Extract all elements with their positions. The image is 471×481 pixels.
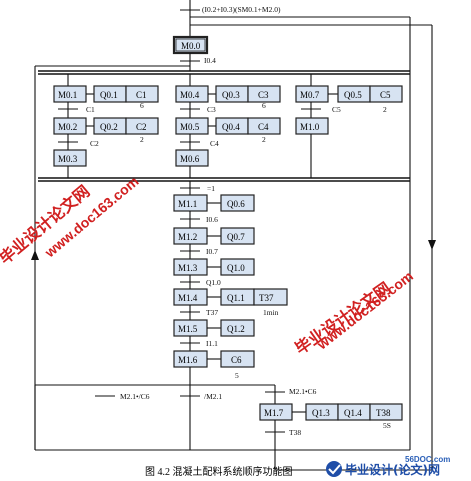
svg-text:M1.5: M1.5 [178,324,198,334]
svg-text:Q1.0: Q1.0 [227,263,245,273]
sequence-chain: =1 M1.1 Q0.6 I0.6 M1.2 Q0.7 I0.7 M1.3 Q1… [173,181,288,385]
svg-text:Q0.7: Q0.7 [227,232,245,242]
svg-text:Q1.1: Q1.1 [227,293,245,303]
svg-text:M0.4: M0.4 [180,90,200,100]
site-logo: 56DOC.com 毕业设计(论文)网 [326,455,450,477]
svg-text:C4: C4 [210,139,219,148]
svg-text:M1.0: M1.0 [300,122,320,132]
svg-text:56DOC.com: 56DOC.com [405,455,450,464]
svg-text:T38: T38 [376,408,391,418]
svg-text:C1: C1 [86,105,95,114]
svg-text:Q0.3: Q0.3 [222,90,240,100]
svg-text:C6: C6 [231,355,242,365]
svg-text:T37: T37 [206,308,218,317]
svg-text:M0.6: M0.6 [180,154,200,164]
svg-text:C3: C3 [258,90,269,100]
svg-text:C1: C1 [136,90,147,100]
svg-text:/M2.1: /M2.1 [204,392,222,401]
svg-text:Q0.1: Q0.1 [100,90,118,100]
svg-text:www.doc163.com: www.doc163.com [313,268,416,353]
svg-text:Q1.0: Q1.0 [206,278,221,287]
svg-text:M0.3: M0.3 [58,154,78,164]
svg-text:T38: T38 [289,428,301,437]
svg-text:6: 6 [262,101,266,110]
svg-text:Q1.2: Q1.2 [227,324,245,334]
svg-text:5S: 5S [383,421,391,430]
svg-text:C4: C4 [258,122,269,132]
branch-3: M0.7 Q0.5 C5 2 C5 M1.0 [295,74,403,178]
svg-text:Q0.6: Q0.6 [227,199,245,209]
svg-text:M0.2: M0.2 [58,122,77,132]
svg-text:C5: C5 [332,105,341,114]
svg-text:M0.1: M0.1 [58,90,77,100]
svg-text:T37: T37 [259,293,274,303]
svg-text:M1.2: M1.2 [178,232,197,242]
svg-text:M1.1: M1.1 [178,199,197,209]
svg-text:M1.6: M1.6 [178,355,198,365]
svg-text:Q0.5: Q0.5 [344,90,362,100]
svg-text:M1.7: M1.7 [264,408,284,418]
svg-text:1min: 1min [263,308,279,317]
svg-text:2: 2 [140,135,144,144]
svg-text:2: 2 [383,105,387,114]
svg-text:C2: C2 [136,122,147,132]
branch-2: M0.4 Q0.3 C3 6 C3 M0.5 Q0.4 C4 2 C4 M0.6 [175,74,281,178]
svg-text:M2.1•C6: M2.1•C6 [289,387,317,396]
svg-text:C5: C5 [380,90,391,100]
svg-text:=1: =1 [207,184,215,193]
svg-text:M1.3: M1.3 [178,263,198,273]
watermark-right: 毕业设计论文网 www.doc163.com www.doc163.com [291,268,416,359]
svg-text:M0.5: M0.5 [180,122,200,132]
svg-text:Q1.3: Q1.3 [312,408,330,418]
svg-text:M0.7: M0.7 [300,90,320,100]
svg-text:I0.7: I0.7 [206,247,218,256]
svg-text:5: 5 [235,371,239,380]
initial-step: M0.0 [172,35,209,55]
svg-text:Q0.2: Q0.2 [100,122,118,132]
figure-caption: 图 4.2 混凝土配料系统顺序功能图 [145,465,293,478]
watermark-left: 毕业设计论文网 www.doc163.com [0,173,142,268]
svg-text:I0.6: I0.6 [206,215,218,224]
svg-text:Q1.4: Q1.4 [344,408,362,418]
svg-text:C2: C2 [90,139,99,148]
svg-text:I0.4: I0.4 [204,56,216,65]
svg-text:M0.0: M0.0 [181,41,201,51]
svg-text:I1.1: I1.1 [206,339,218,348]
final-step: M1.7 Q1.3 Q1.4 T38 5S T38 [259,403,403,471]
top-condition: (I0.2+I0.3)(SM0.1+M2.0) [202,5,281,14]
svg-text:2: 2 [262,135,266,144]
svg-text:毕业设计(论文)网: 毕业设计(论文)网 [345,462,440,477]
svg-text:C3: C3 [207,105,216,114]
svg-text:6: 6 [140,101,144,110]
svg-text:M1.4: M1.4 [178,293,198,303]
svg-text:M2.1•/C6: M2.1•/C6 [120,392,150,401]
svg-text:Q0.4: Q0.4 [222,122,240,132]
branch-1: M0.1 Q0.1 C1 6 C1 M0.2 Q0.2 C2 2 C1 C2 M… [53,74,159,178]
